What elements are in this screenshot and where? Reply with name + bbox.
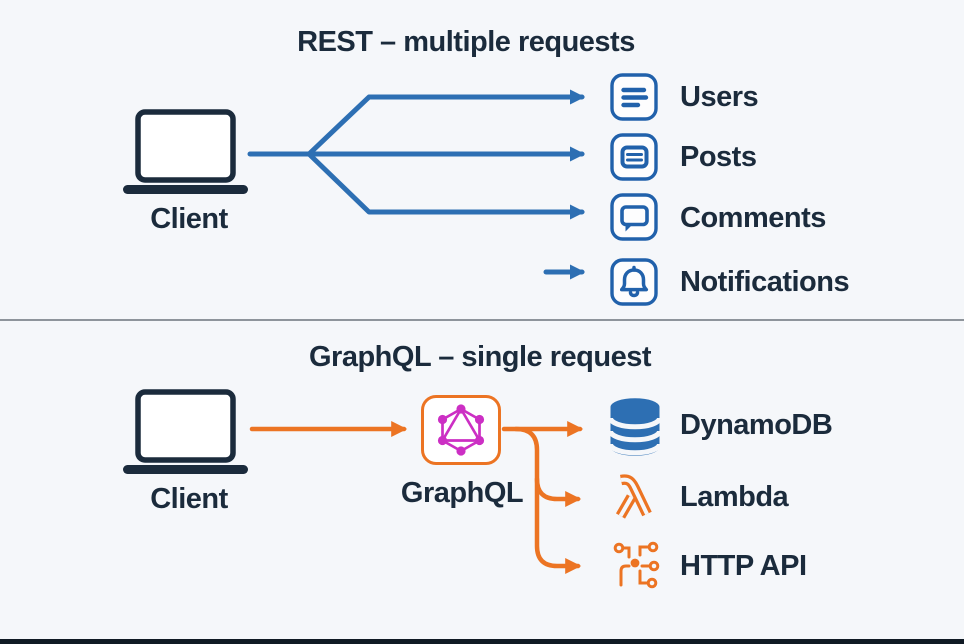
graphql-gateway-box <box>421 395 501 465</box>
service-label-lambda: Lambda <box>680 481 789 513</box>
graphql-section-title: GraphQL – single request <box>308 341 652 373</box>
bottom-edge-bar <box>0 639 964 644</box>
bell-icon <box>610 258 658 306</box>
graphql-gateway-label: GraphQL <box>400 477 524 509</box>
laptop-icon <box>123 109 248 194</box>
rest-section-title: REST – multiple requests <box>297 26 635 58</box>
service-label-notifications: Notifications <box>680 266 850 298</box>
service-label-posts: Posts <box>680 141 757 173</box>
chat-bubble-icon <box>610 193 658 241</box>
database-cylinder-icon <box>608 398 662 456</box>
post-card-icon <box>610 133 658 181</box>
section-divider <box>0 319 964 321</box>
service-label-http-api: HTTP API <box>680 550 807 582</box>
rest-client-label: Client <box>150 203 228 235</box>
graphql-client-label: Client <box>150 483 228 515</box>
service-label-dynamodb: DynamoDB <box>680 409 833 441</box>
graphql-logo-icon <box>437 404 485 456</box>
service-label-users: Users <box>680 81 759 113</box>
service-label-comments: Comments <box>680 202 826 234</box>
api-circuit-icon <box>613 541 660 589</box>
list-lines-icon <box>610 73 658 121</box>
laptop-icon <box>123 389 248 474</box>
lambda-icon <box>615 474 652 519</box>
